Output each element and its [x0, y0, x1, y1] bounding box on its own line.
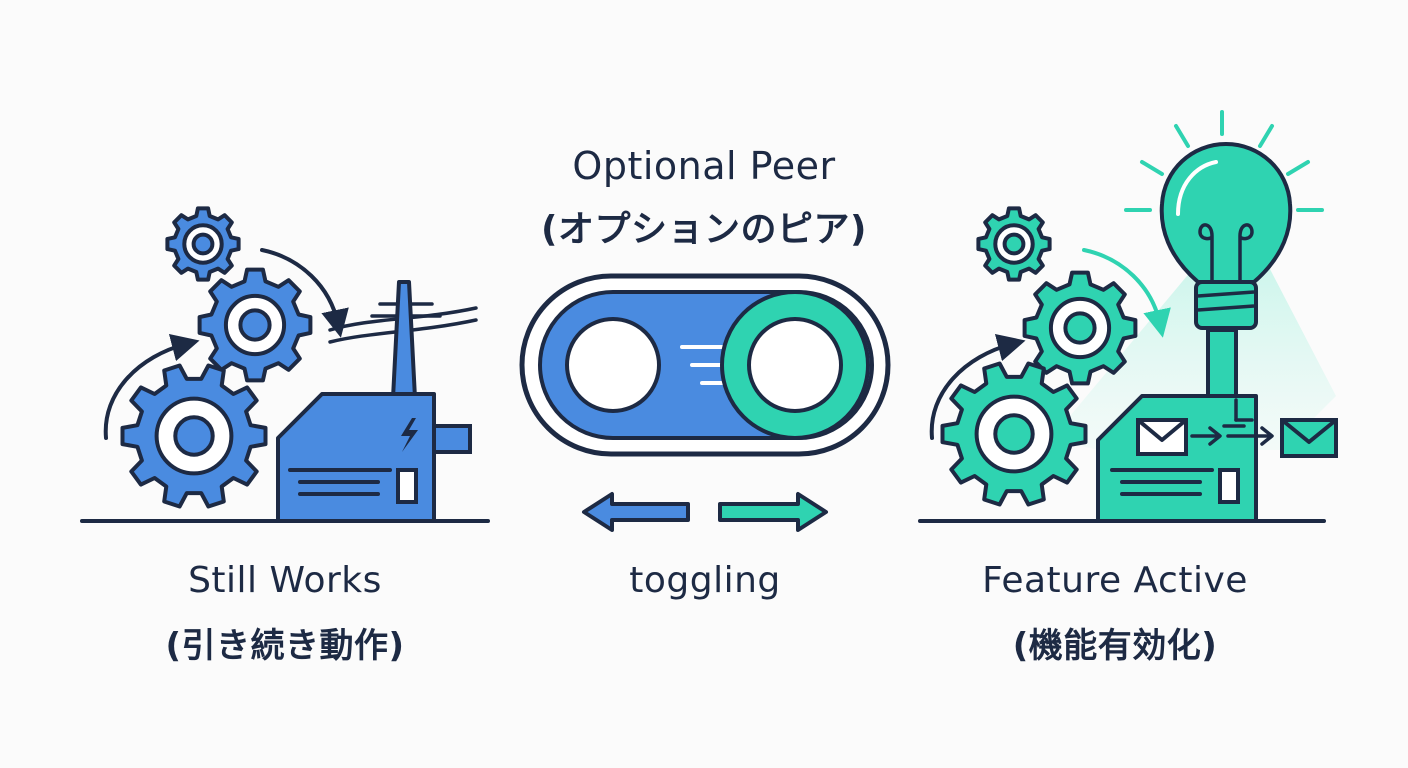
gear-hub: [1063, 311, 1097, 345]
rotation-arrow: [929, 333, 1026, 440]
gear-icon: [940, 361, 1088, 507]
pipe: [432, 424, 472, 454]
left-caption: Still Works: [188, 560, 382, 601]
gear-hub: [993, 413, 1035, 455]
center-caption: toggling: [629, 560, 781, 601]
right-caption: Feature Active: [982, 560, 1248, 601]
center-panel: [519, 273, 891, 532]
envelope-icon: [1280, 418, 1338, 458]
arrow-right-icon: [718, 492, 828, 532]
gear-hub: [1002, 232, 1026, 256]
right-panel: [918, 110, 1338, 523]
right-caption-jp: (機能有効化): [1012, 626, 1218, 666]
factory-icon: [1096, 394, 1258, 523]
rotation-arrow: [103, 333, 200, 440]
light-bulb-icon: [1159, 142, 1293, 416]
light-beam: [1050, 246, 1336, 450]
arrow-left-icon: [582, 492, 690, 532]
gear-hub: [238, 308, 272, 342]
gear-icon: [1022, 270, 1138, 386]
toggle-switch-icon: [519, 273, 891, 457]
left-caption-jp: (引き続き動作): [165, 626, 405, 666]
page-title: Optional Peer: [572, 144, 836, 188]
gear-hub: [173, 415, 215, 457]
gear-icon: [165, 206, 241, 282]
left-panel: [80, 206, 490, 523]
lightning-icon: [401, 418, 418, 452]
rotation-arrow: [260, 248, 349, 338]
gear-icon: [197, 267, 313, 383]
data-flow-arrows: [1190, 398, 1274, 446]
gear-hub: [191, 232, 215, 256]
gear-icon: [976, 206, 1052, 282]
gear-icon: [120, 363, 268, 509]
rotation-arrow: [1082, 248, 1171, 338]
factory-icon: [276, 392, 436, 523]
light-rays: [1124, 110, 1324, 212]
page-subtitle: (オプションのピア): [541, 209, 867, 250]
envelope-icon: [1136, 418, 1188, 456]
chimney: [391, 280, 417, 400]
